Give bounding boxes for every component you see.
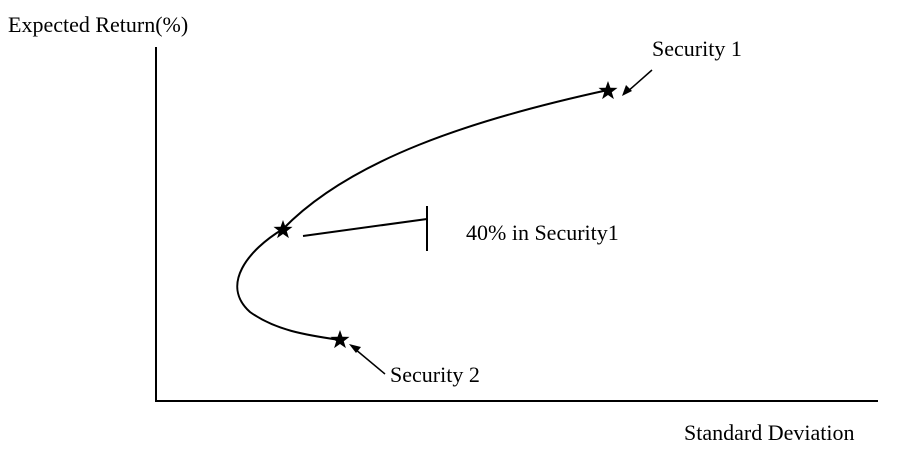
portfolio-star-icon (273, 220, 293, 239)
x-axis-label: Standard Deviation (684, 420, 854, 445)
security1-arrowhead-icon (622, 85, 632, 96)
y-axis-label: Expected Return(%) (8, 12, 188, 37)
security2-pointer (354, 348, 386, 375)
portfolio-pointer (302, 218, 428, 237)
security2-arrowhead-icon (349, 344, 361, 353)
security1-star-icon (598, 81, 618, 100)
frontier-curve (236, 89, 609, 341)
security2-star-icon (330, 330, 350, 349)
security1-label: Security 1 (652, 36, 742, 61)
security1-pointer (626, 69, 653, 93)
security2-label: Security 2 (390, 362, 480, 387)
portfolio-label: 40% in Security1 (466, 220, 619, 245)
